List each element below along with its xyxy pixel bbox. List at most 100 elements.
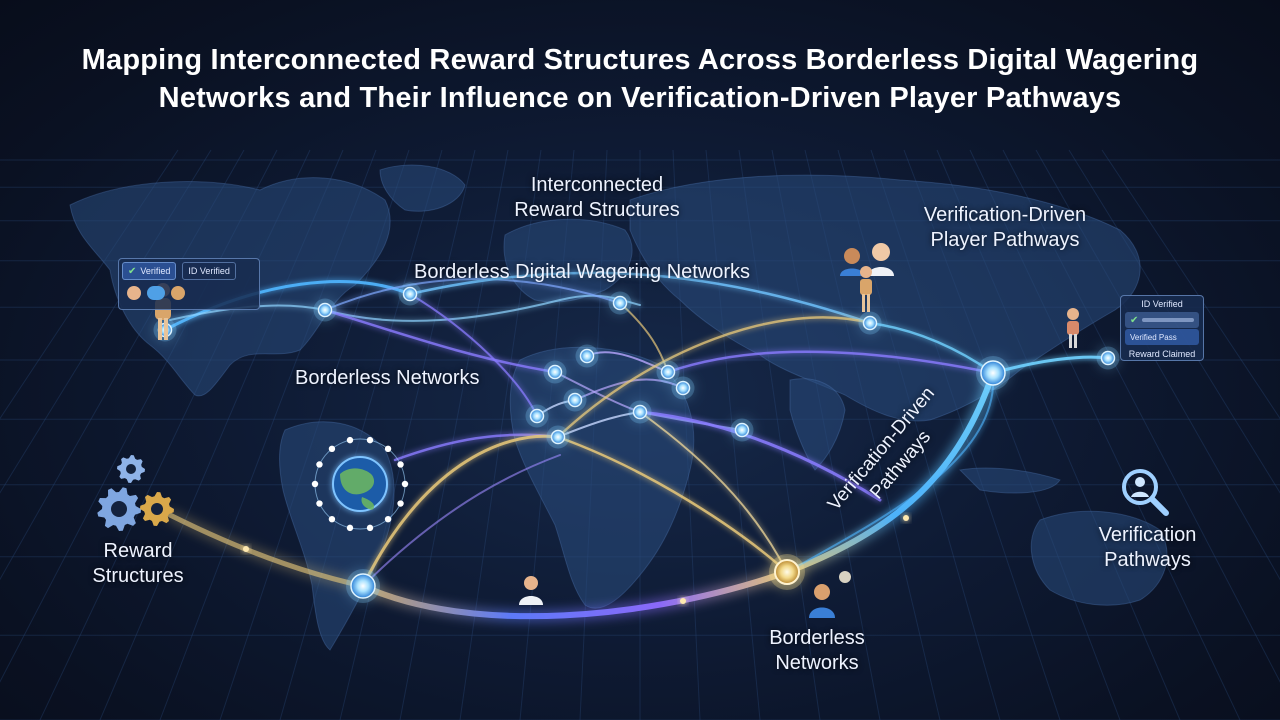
globe-ring-dot xyxy=(366,436,374,444)
arc-purple-long xyxy=(638,410,882,502)
network-node xyxy=(858,311,882,335)
continent-australia xyxy=(1030,510,1168,606)
gear-icon xyxy=(140,492,174,526)
arc-africa-east xyxy=(666,350,995,375)
progress-bar xyxy=(1142,318,1194,322)
label-verification-pathways-line-2: Pathways xyxy=(1104,549,1191,571)
label-interconnected: Interconnected Reward Structures xyxy=(497,173,697,223)
label-borderless-bottom-line-2: Networks xyxy=(775,652,859,674)
label-verification-player-line-1: Verification-Driven xyxy=(923,204,1087,226)
reward-claimed-text: Reward Claimed xyxy=(1128,349,1196,359)
label-borderless-digital-wagering: Borderless Digital Wagering Networks xyxy=(414,261,751,283)
reward-claimed-row: Reward Claimed xyxy=(1121,346,1203,362)
label-verification-pathways: Verification Pathways xyxy=(1080,523,1215,573)
label-borderless-networks-bottom: Borderless Networks xyxy=(752,626,882,676)
checkmark-icon: ✔ xyxy=(1130,314,1139,326)
network-node xyxy=(525,404,549,428)
network-node xyxy=(671,376,695,400)
arc-right-main xyxy=(784,370,996,575)
globe-ring-dot xyxy=(401,480,409,488)
label-borderless-bottom-line-1: Borderless xyxy=(769,627,865,649)
continent-europe xyxy=(503,218,633,303)
globe-ring-dot xyxy=(316,500,323,507)
network-node xyxy=(563,388,587,412)
globe-ring-dot xyxy=(311,480,319,488)
network-hub-node-gold xyxy=(769,554,805,590)
person-icon-bottom-right xyxy=(809,584,835,618)
label-reward-line-1: Reward xyxy=(103,540,173,562)
label-interconnected-line-1: Interconnected xyxy=(530,174,664,196)
gear-icon xyxy=(97,487,141,531)
network-nodes xyxy=(153,282,1120,603)
network-node xyxy=(398,282,422,306)
network-hub-node xyxy=(346,569,380,603)
person-icon-asia-2 xyxy=(868,243,894,276)
network-node xyxy=(546,425,570,449)
label-verification-pathways-line-1: Verification xyxy=(1098,524,1197,546)
id-verified-row: ID Verified xyxy=(1121,296,1203,312)
globe-ring xyxy=(311,436,409,532)
globe-ring-dot xyxy=(366,524,374,532)
id-verified-text: ID Verified xyxy=(188,266,230,276)
arc-gold-sa xyxy=(361,434,560,588)
gear-icon xyxy=(97,455,174,531)
arc-gold-africa xyxy=(556,435,789,574)
arc-europe-asia-gold xyxy=(556,316,872,439)
id-verified-badge: ID Verified xyxy=(182,262,236,280)
left-verification-card: ✔ Verified ID Verified xyxy=(118,258,260,310)
label-reward-line-2: Structures xyxy=(92,565,184,587)
globe-ring-dot xyxy=(328,445,336,453)
progress-row: ✔ xyxy=(1125,312,1199,328)
magnifier-search-icon xyxy=(1122,469,1169,516)
globe-ring-dot xyxy=(346,524,354,532)
verified-badge: ✔ Verified xyxy=(122,262,177,280)
label-verification-player-line-2: Player Pathways xyxy=(930,229,1080,251)
arc-sa-africa xyxy=(362,454,561,587)
globe-ring-dot xyxy=(384,515,392,523)
continent-asia xyxy=(629,174,1141,422)
globe-ring-dot xyxy=(346,436,354,444)
network-node xyxy=(656,360,680,384)
page-title-line-2: Networks and Their Influence on Verifica… xyxy=(158,82,1122,114)
globe-ring-dot xyxy=(328,515,336,523)
checkmark-icon: ✔ xyxy=(128,265,137,277)
network-node xyxy=(575,344,599,368)
continent-indonesia xyxy=(958,467,1061,494)
person-icon-asia-1 xyxy=(840,248,864,276)
id-verified-text: ID Verified xyxy=(1141,299,1183,309)
continent-africa xyxy=(509,346,695,609)
arc-purple-2 xyxy=(409,293,538,417)
arc-gold-asia xyxy=(639,411,788,573)
network-hub-node xyxy=(976,356,1010,390)
network-node xyxy=(608,291,632,315)
globe-ring-dot xyxy=(397,461,404,468)
arc-purple-1 xyxy=(323,308,557,374)
network-node xyxy=(543,360,567,384)
network-arcs xyxy=(163,271,1110,620)
label-verification-player: Verification-Driven Player Pathways xyxy=(900,203,1110,253)
person-icon-asia-standing xyxy=(860,266,872,312)
id-card-icon xyxy=(147,286,165,300)
avatar-icon xyxy=(127,286,141,300)
continent-india xyxy=(789,378,846,471)
network-node xyxy=(628,400,652,424)
arc-europe-top xyxy=(324,278,621,311)
secondary-pill-text: Verified Pass xyxy=(1130,332,1177,342)
arc-europe-asia xyxy=(408,271,872,325)
arc-right-outer xyxy=(786,372,995,573)
card-avatar-row xyxy=(119,280,259,300)
continent-greenland xyxy=(379,164,466,212)
network-node xyxy=(1096,346,1120,370)
page-title-line-1: Mapping Interconnected Reward Structures… xyxy=(81,44,1199,76)
avatar-icon xyxy=(171,286,185,300)
globe-ring-dot xyxy=(316,461,323,468)
network-node xyxy=(730,418,754,442)
gear-icon xyxy=(117,455,145,483)
network-node xyxy=(313,298,337,322)
label-reward-structures: Reward Structures xyxy=(78,539,198,589)
continent-south-america xyxy=(279,421,395,651)
person-icon-bottom-center xyxy=(519,576,543,605)
arc-bottom-main xyxy=(360,569,790,620)
secondary-pill: Verified Pass xyxy=(1125,329,1199,345)
